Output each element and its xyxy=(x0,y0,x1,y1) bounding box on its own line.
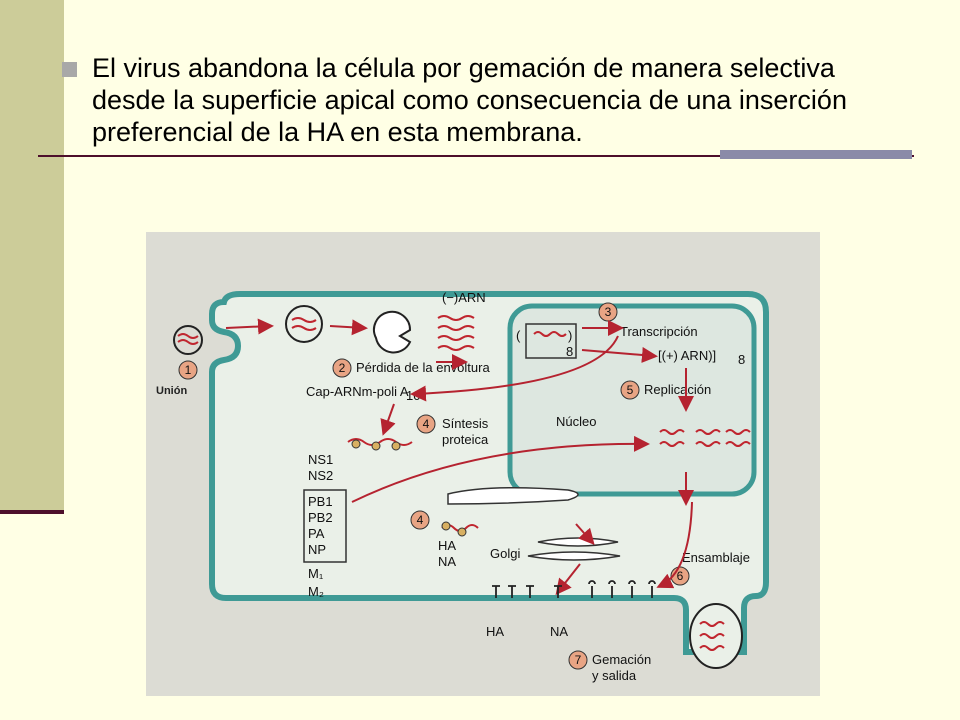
rna-coil xyxy=(533,331,567,337)
budding-virion xyxy=(689,603,743,669)
ha-bottom-label: HA xyxy=(486,624,504,639)
step-2-badge: 2 xyxy=(332,358,352,378)
negative-rna-strands xyxy=(437,315,475,351)
nucleus-label: Núcleo xyxy=(556,414,596,429)
budding-label-1: Gemación xyxy=(592,652,651,667)
rna-box-close: ) xyxy=(568,328,572,343)
uncoated-vesicle xyxy=(373,310,412,354)
title-divider-line xyxy=(38,155,914,157)
ribosome-cluster-2 xyxy=(441,521,479,537)
step-4b-badge: 4 xyxy=(410,510,430,530)
golgi-stack-2 xyxy=(527,551,621,561)
membrane-glycoproteins xyxy=(492,580,656,598)
arrow-to-surface xyxy=(555,563,581,596)
assembly-label: Ensamblaje xyxy=(682,550,750,565)
pb2-label: PB2 xyxy=(308,510,333,525)
title-divider-bar xyxy=(720,150,912,159)
m2-label: M₂ xyxy=(308,584,324,599)
endosome-vesicle xyxy=(285,305,323,343)
virus-particle xyxy=(173,325,203,355)
svg-text:2: 2 xyxy=(339,361,346,375)
transcription-label: Transcripción xyxy=(620,324,698,339)
svg-text:4: 4 xyxy=(417,513,424,527)
svg-text:4: 4 xyxy=(423,417,430,431)
budding-label-2: y salida xyxy=(592,668,637,683)
synthesis-label-2: proteica xyxy=(442,432,489,447)
arrow-to-membrane xyxy=(656,501,693,589)
svg-text:6: 6 xyxy=(677,569,684,583)
synthesis-label-1: Síntesis xyxy=(442,416,489,431)
positive-rna-label: [(+) ARN)] xyxy=(658,348,716,363)
ribosome-cluster-1 xyxy=(347,438,413,451)
uncoating-label: Pérdida de la envoltura xyxy=(356,360,490,375)
ns1-label: NS1 xyxy=(308,452,333,467)
arrow-to-synthesis xyxy=(380,403,396,436)
step-5-badge: 5 xyxy=(620,380,640,400)
replicated-rnp xyxy=(659,429,751,447)
m1-label: M₁ xyxy=(308,566,324,581)
golgi-label: Golgi xyxy=(490,546,520,561)
rna-box-open: ( xyxy=(516,328,521,343)
step-3-badge: 3 xyxy=(598,302,618,322)
svg-text:7: 7 xyxy=(575,653,582,667)
sidebar-rule xyxy=(0,510,64,514)
bullet-text: El virus abandona la célula por gemación… xyxy=(92,53,847,147)
union-label: Unión xyxy=(156,385,187,397)
positive-rna-count: 8 xyxy=(738,352,745,367)
ha-left-label: HA xyxy=(438,538,456,553)
replication-label: Replicación xyxy=(644,382,711,397)
rna-bracket-box xyxy=(525,323,577,359)
step-4a-badge: 4 xyxy=(416,414,436,434)
cap-mrna-subscript: 10 xyxy=(406,388,420,403)
na-left-label: NA xyxy=(438,554,456,569)
pa-label: PA xyxy=(308,526,325,541)
svg-text:3: 3 xyxy=(605,305,612,319)
protein-list-box xyxy=(303,489,347,563)
influenza-replication-diagram: (−)ARN ( ) 8 1 2 3 4 4 5 6 7 Unión Pérdi… xyxy=(146,232,820,696)
svg-text:5: 5 xyxy=(627,383,634,397)
negative-rna-label: (−)ARN xyxy=(442,290,486,305)
arrow-mrna-out xyxy=(410,335,619,402)
arrow-proteins-to-nucleus xyxy=(351,435,650,503)
step-1-badge: 1 xyxy=(178,360,198,380)
step-7-badge: 7 xyxy=(568,650,588,670)
arrow-to-positive-rna xyxy=(581,347,658,363)
endoplasmic-reticulum xyxy=(447,487,579,505)
na-bottom-label: NA xyxy=(550,624,568,639)
svg-text:1: 1 xyxy=(185,363,192,377)
bullet-square-icon xyxy=(62,62,77,77)
ns2-label: NS2 xyxy=(308,468,333,483)
slide-sidebar xyxy=(0,0,64,512)
pb1-label: PB1 xyxy=(308,494,333,509)
rna-box-count: 8 xyxy=(566,344,573,359)
arrow-golgi xyxy=(575,523,595,545)
np-label: NP xyxy=(308,542,326,557)
golgi-stack-1 xyxy=(537,537,619,547)
cap-mrna-label: Cap-ARNm-poli A xyxy=(306,384,409,399)
